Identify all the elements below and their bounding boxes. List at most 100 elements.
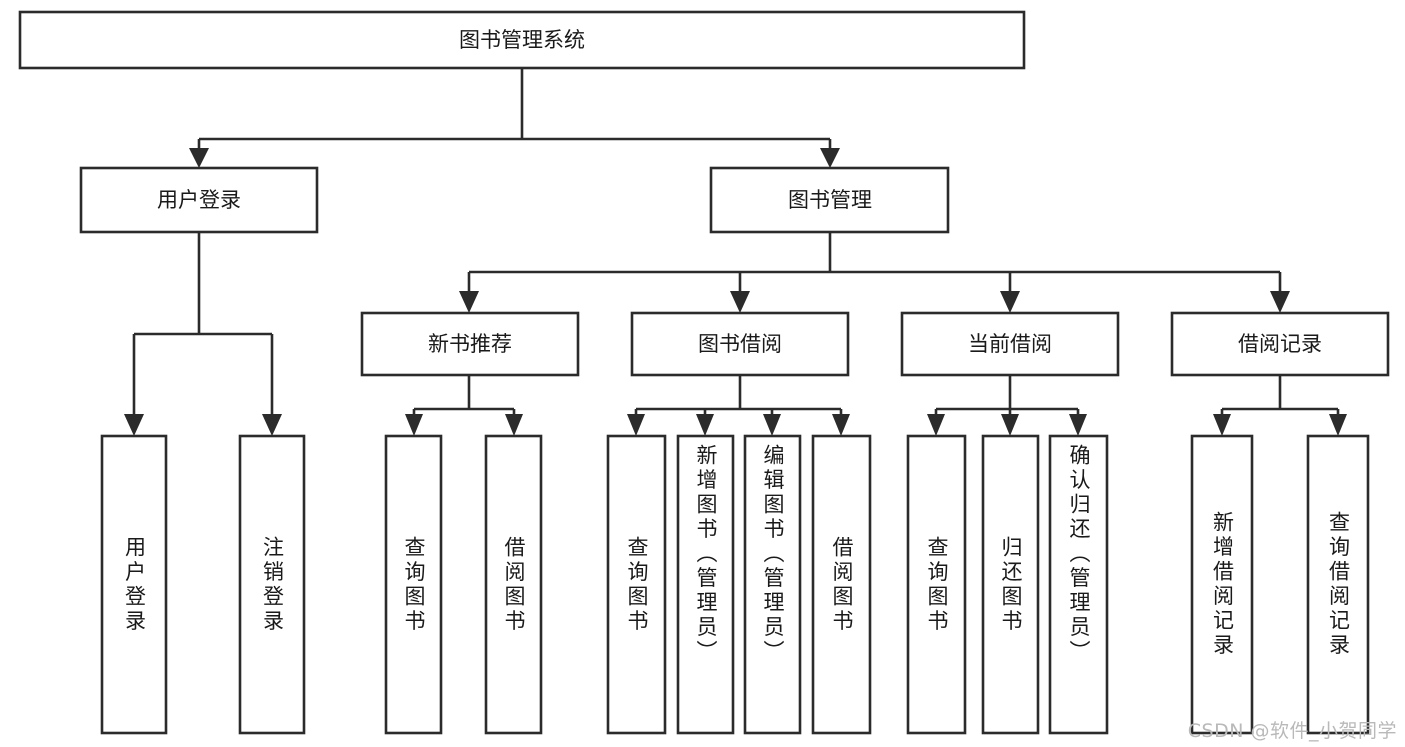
arrow-to-leaf-borrow-book-2 bbox=[832, 414, 850, 436]
leaf-return-book-box[interactable] bbox=[981, 434, 1040, 735]
node-book-borrow-box[interactable] bbox=[630, 311, 850, 377]
leaf-edit-book-box[interactable] bbox=[743, 434, 802, 735]
node-new-book-rec[interactable]: 新书推荐 bbox=[360, 311, 580, 377]
node-book-borrow[interactable]: 图书借阅 bbox=[630, 311, 850, 377]
node-user-login[interactable]: 用户登录 bbox=[79, 166, 319, 234]
leaf-query-record-label-holder: 查询借阅记录 bbox=[1310, 438, 1366, 731]
leaf-query-book-1-label-wrap: 查询图书 bbox=[388, 438, 439, 731]
node-current-borrow-label: 当前借阅 bbox=[968, 332, 1052, 356]
leaf-edit-book-label-holder: 编辑图书（管理员） bbox=[747, 438, 798, 731]
node-current-borrow[interactable]: 当前借阅 bbox=[900, 311, 1120, 377]
leaf-node[interactable]: 编辑图书（管理员） bbox=[743, 434, 802, 735]
node-borrow-record-box[interactable] bbox=[1170, 311, 1390, 377]
leaf-return-book-label: 归还图书 bbox=[999, 535, 1023, 634]
leaf-node[interactable]: 注销登录 bbox=[238, 434, 306, 735]
arrow-to-leaf-query-book-2 bbox=[627, 414, 645, 436]
connector-group-current-borrow bbox=[927, 375, 1087, 436]
leaf-user-login-box[interactable] bbox=[100, 434, 168, 735]
leaf-return-book-label-holder: 归还图书 bbox=[985, 438, 1036, 731]
node-book-mgmt-label: 图书管理 bbox=[788, 188, 872, 212]
node-user-login-box[interactable] bbox=[79, 166, 319, 234]
leaf-node[interactable]: 新增图书（管理员） bbox=[676, 434, 735, 735]
leaf-query-book-3-label-holder: 查询图书 bbox=[925, 535, 949, 634]
leaf-borrow-book-2-label-holder: 借阅图书 bbox=[815, 438, 868, 731]
leaf-user-login-label-wrap: 用户登录 bbox=[104, 438, 164, 731]
leaf-query-book-1-box[interactable] bbox=[384, 434, 443, 735]
leaf-query-book-2-label-wrap: 查询图书 bbox=[610, 438, 663, 731]
leaf-query-book-2-label-holder: 查询图书 bbox=[610, 438, 663, 731]
arrow-to-borrow-record bbox=[1270, 291, 1290, 313]
node-user-login-label: 用户登录 bbox=[157, 188, 241, 212]
leaf-query-book-3-label: 查询图书 bbox=[925, 535, 949, 634]
node-root[interactable]: 图书管理系统 bbox=[18, 10, 1026, 70]
arrow-root-to-user-login bbox=[189, 148, 209, 168]
leaf-borrow-book-1-label: 借阅图书 bbox=[502, 535, 526, 634]
connector-group-book-borrow bbox=[627, 375, 850, 436]
leaf-borrow-book-1-box[interactable] bbox=[484, 434, 543, 735]
node-book-mgmt[interactable]: 图书管理 bbox=[709, 166, 950, 234]
leaf-add-record-box[interactable] bbox=[1190, 434, 1254, 735]
leaf-add-book-box[interactable] bbox=[676, 434, 735, 735]
leaf-node-layer: 用户登录注销登录查询图书借阅图书查询图书新增图书（管理员）编辑图书（管理员）借阅… bbox=[100, 434, 1370, 735]
arrow-to-leaf-borrow-book-1 bbox=[505, 414, 523, 436]
leaf-node[interactable]: 查询借阅记录 bbox=[1306, 434, 1370, 735]
leaf-confirm-return-box[interactable] bbox=[1048, 434, 1109, 735]
leaf-node[interactable]: 用户登录 bbox=[100, 434, 168, 735]
leaf-query-record-label: 查询借阅记录 bbox=[1326, 511, 1351, 658]
node-root-box[interactable] bbox=[18, 10, 1026, 70]
leaf-add-record-label-wrap: 新增借阅记录 bbox=[1194, 438, 1250, 731]
arrow-to-leaf-add-record bbox=[1213, 414, 1231, 436]
leaf-node[interactable]: 新增借阅记录 bbox=[1190, 434, 1254, 735]
leaf-borrow-book-2-box[interactable] bbox=[811, 434, 872, 735]
leaf-query-record-box[interactable] bbox=[1306, 434, 1370, 735]
node-new-book-rec-box[interactable] bbox=[360, 311, 580, 377]
leaf-return-book-label-wrap: 归还图书 bbox=[985, 438, 1036, 731]
leaf-node[interactable]: 借阅图书 bbox=[484, 434, 543, 735]
leaf-query-book-2-box[interactable] bbox=[606, 434, 667, 735]
leaf-query-book-1-label-holder: 查询图书 bbox=[388, 438, 439, 731]
node-borrow-record-label: 借阅记录 bbox=[1238, 332, 1322, 356]
leaf-add-record-label-holder: 新增借阅记录 bbox=[1194, 438, 1250, 731]
leaf-confirm-return-label: 确认归还（管理员） bbox=[1067, 444, 1091, 665]
leaf-add-book-label-wrap: 新增图书（管理员） bbox=[680, 438, 731, 731]
node-book-mgmt-box[interactable] bbox=[709, 166, 950, 234]
arrow-to-book-borrow bbox=[730, 291, 750, 313]
arrow-to-leaf-edit-book bbox=[763, 414, 781, 436]
leaf-confirm-return-label-holder: 确认归还（管理员） bbox=[1067, 444, 1091, 665]
arrow-to-leaf-user-login bbox=[124, 414, 144, 436]
leaf-borrow-book-1-label-holder: 借阅图书 bbox=[502, 535, 526, 634]
leaf-logout-label: 注销登录 bbox=[260, 535, 285, 634]
leaf-logout-label-holder: 注销登录 bbox=[242, 438, 302, 731]
arrow-to-new-book-rec bbox=[459, 291, 479, 313]
leaf-logout-label-wrap: 注销登录 bbox=[242, 438, 302, 731]
arrow-to-leaf-query-record bbox=[1329, 414, 1347, 436]
arrow-to-leaf-add-book bbox=[696, 414, 714, 436]
node-current-borrow-box[interactable] bbox=[900, 311, 1120, 377]
leaf-logout-box[interactable] bbox=[238, 434, 306, 735]
arrow-to-leaf-query-book-1 bbox=[405, 414, 423, 436]
node-root-label: 图书管理系统 bbox=[459, 28, 585, 52]
leaf-user-login-label: 用户登录 bbox=[122, 535, 147, 634]
leaf-node[interactable]: 确认归还（管理员） bbox=[1048, 434, 1109, 735]
leaf-query-book-1-label: 查询图书 bbox=[402, 535, 426, 634]
node-borrow-record[interactable]: 借阅记录 bbox=[1170, 311, 1390, 377]
connector-group-book-mgmt bbox=[459, 232, 1290, 313]
leaf-borrow-book-2-label-wrap: 借阅图书 bbox=[815, 438, 868, 731]
leaf-node[interactable]: 查询图书 bbox=[606, 434, 667, 735]
leaf-user-login-label-holder: 用户登录 bbox=[104, 438, 164, 731]
node-new-book-rec-label: 新书推荐 bbox=[428, 332, 512, 356]
leaf-edit-book-label-wrap: 编辑图书（管理员） bbox=[747, 438, 798, 731]
leaf-node[interactable]: 查询图书 bbox=[384, 434, 443, 735]
leaf-query-book-3-box[interactable] bbox=[906, 434, 967, 735]
arrow-to-leaf-query-book-3 bbox=[927, 414, 945, 436]
leaf-query-record-label-wrap: 查询借阅记录 bbox=[1310, 438, 1366, 731]
leaf-node[interactable]: 归还图书 bbox=[981, 434, 1040, 735]
leaf-node[interactable]: 借阅图书 bbox=[811, 434, 872, 735]
leaf-edit-book-label: 编辑图书（管理员） bbox=[761, 444, 785, 665]
arrow-to-leaf-return-book bbox=[1001, 414, 1019, 436]
connector-group-borrow-record bbox=[1213, 375, 1347, 436]
connector-group-root bbox=[189, 68, 840, 168]
leaf-node[interactable]: 查询图书 bbox=[906, 434, 967, 735]
